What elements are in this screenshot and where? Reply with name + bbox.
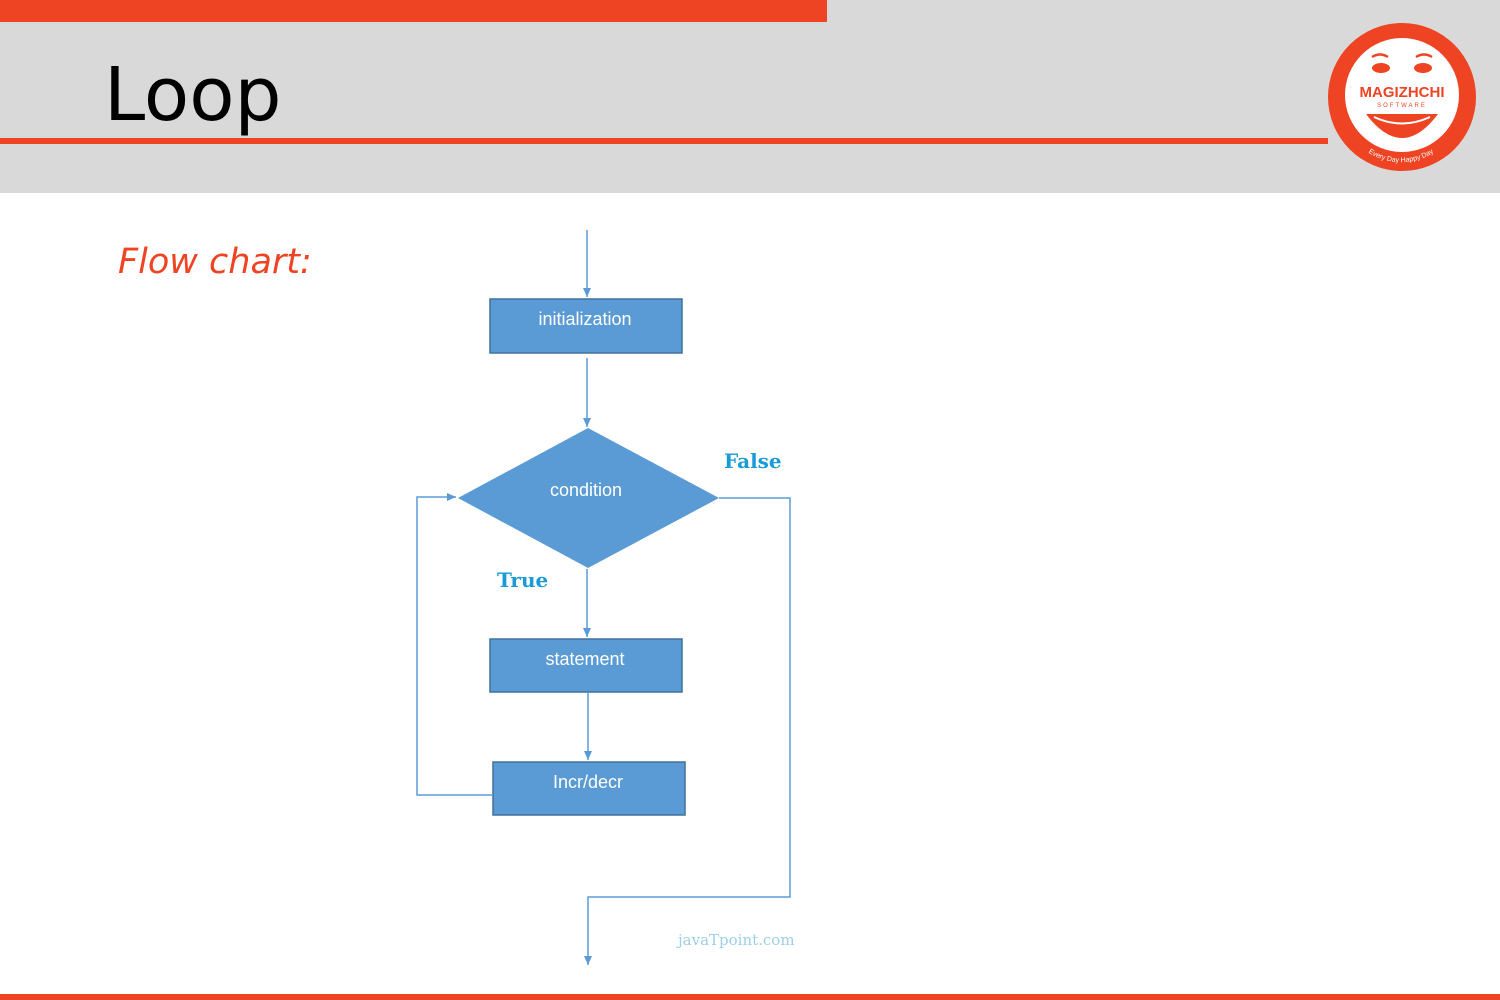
header-band <box>0 0 1500 193</box>
logo-right-eye <box>1414 63 1432 73</box>
bottom-rule <box>0 994 1500 1000</box>
incr-decr-label: Incr/decr <box>553 772 623 792</box>
condition-node: condition <box>458 428 719 568</box>
false-label: False <box>724 449 782 473</box>
logo-name: MAGIZHCHI <box>1360 84 1445 101</box>
magizhchi-logo: MAGIZHCHI SOFTWARE Every Day Happy Day <box>1328 23 1476 171</box>
condition-label: condition <box>550 480 622 500</box>
loop-back-arrow <box>416 493 493 796</box>
logo-left-eye <box>1372 63 1390 73</box>
initialization-label: initialization <box>538 309 631 329</box>
false-exit-arrow <box>584 497 791 965</box>
true-label: True <box>497 568 548 592</box>
statement-label: statement <box>545 649 624 669</box>
watermark: javaTpoint.com <box>676 931 795 949</box>
top-accent-bar <box>0 0 827 22</box>
slide-title: Loop <box>104 52 282 138</box>
statement-node: statement <box>489 638 683 693</box>
incr-decr-node: Incr/decr <box>492 761 686 816</box>
title-underline <box>0 138 1328 144</box>
slide-subtitle: Flow chart: <box>118 242 312 282</box>
logo-sub: SOFTWARE <box>1377 103 1427 109</box>
initialization-node: initialization <box>489 298 683 354</box>
